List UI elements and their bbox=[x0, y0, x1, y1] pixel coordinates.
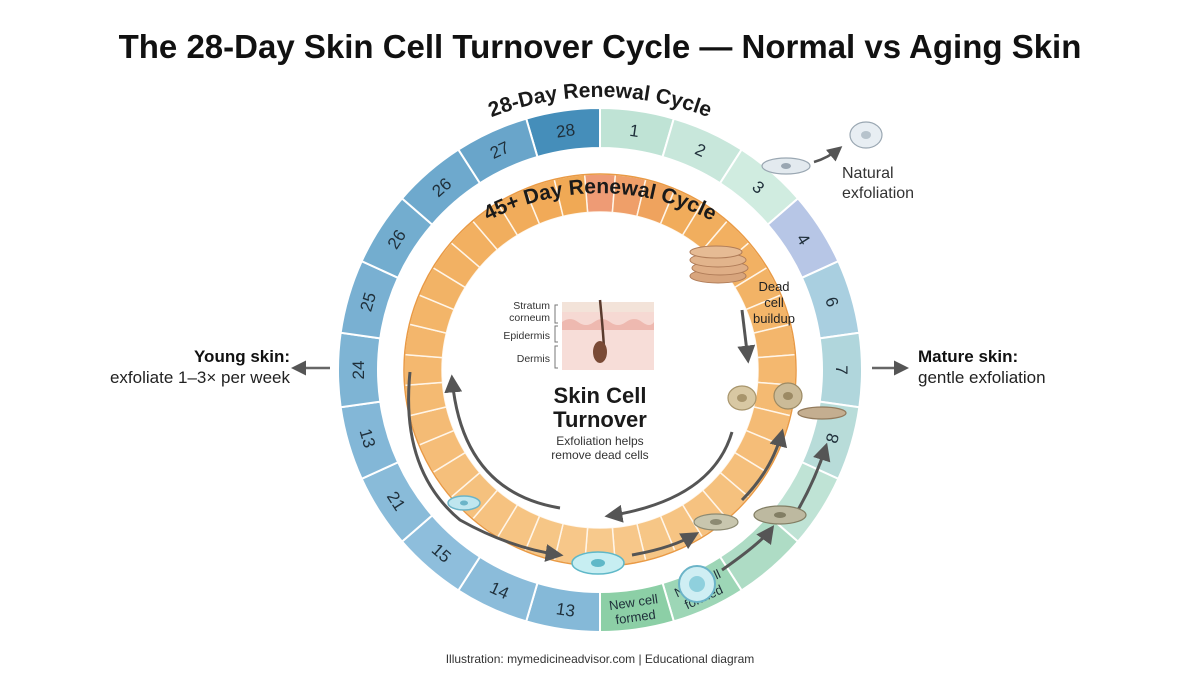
outer-ring-label: 1 bbox=[628, 121, 640, 141]
inner-ring-45-day bbox=[403, 173, 797, 567]
natural-exfoliation-line2: exfoliation bbox=[842, 185, 915, 202]
outer-arrow-left bbox=[407, 371, 564, 562]
young-skin-callout: Young skin: exfoliate 1–3× per week bbox=[60, 346, 290, 388]
young-skin-heading: Young skin: bbox=[193, 347, 290, 366]
outer-ring-label: New cellformed bbox=[608, 591, 661, 628]
cell-illustrations bbox=[447, 121, 883, 603]
dead-cell-label-line2: cell bbox=[764, 295, 784, 310]
inner-arrow-bottom bbox=[604, 431, 734, 523]
cycle-arrows bbox=[407, 309, 831, 572]
page-title: The 28-Day Skin Cell Turnover Cycle — No… bbox=[118, 28, 1082, 65]
layer-label-stratum: Stratum bbox=[513, 300, 550, 312]
inner-ring-segment bbox=[756, 353, 797, 387]
outer-arrow-lower-right bbox=[721, 525, 775, 572]
outer-ring-label: 13 bbox=[555, 599, 576, 620]
dead-cell-arrow bbox=[737, 309, 756, 364]
center-sub-line1: Exfoliation helps bbox=[556, 434, 643, 448]
dead-cell-flat bbox=[797, 406, 847, 420]
exfoliation-arrow bbox=[813, 146, 843, 164]
outer-ring-label: 25 bbox=[357, 290, 381, 314]
center-sub-line2: remove dead cells bbox=[551, 448, 648, 462]
center-heading-line1: Skin Cell bbox=[554, 383, 647, 408]
outer-ring-label: 7 bbox=[832, 365, 851, 374]
layer-label-epidermis: Epidermis bbox=[503, 330, 550, 342]
footer-credit: Illustration: mymedicineadvisor.com | Ed… bbox=[445, 652, 755, 666]
center-heading-line2: Turnover bbox=[553, 407, 647, 432]
inner-arrow-left bbox=[444, 374, 561, 510]
mature-skin-callout: Mature skin: gentle exfoliation bbox=[918, 346, 1138, 388]
dead-cell-label-line1: Dead bbox=[758, 279, 789, 294]
outer-arrow-bottom bbox=[631, 532, 700, 557]
outer-arrow-far-right bbox=[796, 442, 831, 511]
skin-layers-illustration bbox=[554, 299, 654, 370]
outer-arrow-right bbox=[740, 428, 788, 502]
dead-cell-label-line3: buildup bbox=[753, 311, 795, 326]
mature-skin-text: gentle exfoliation bbox=[918, 368, 1046, 387]
mature-skin-heading: Mature skin: bbox=[918, 347, 1019, 366]
natural-exfoliation-line1: Natural bbox=[842, 165, 894, 182]
natural-exfoliation-label: Natural exfoliation bbox=[842, 164, 914, 204]
young-skin-text: exfoliate 1–3× per week bbox=[109, 368, 290, 387]
outer-ring-label: 28 bbox=[555, 120, 576, 141]
layer-label-corneum: corneum bbox=[509, 312, 550, 324]
outer-ring-label: 13 bbox=[356, 427, 380, 451]
layer-label-dermis: Dermis bbox=[517, 353, 550, 365]
dead-cell-stack bbox=[689, 245, 749, 284]
outer-ring-label: 24 bbox=[349, 361, 368, 380]
